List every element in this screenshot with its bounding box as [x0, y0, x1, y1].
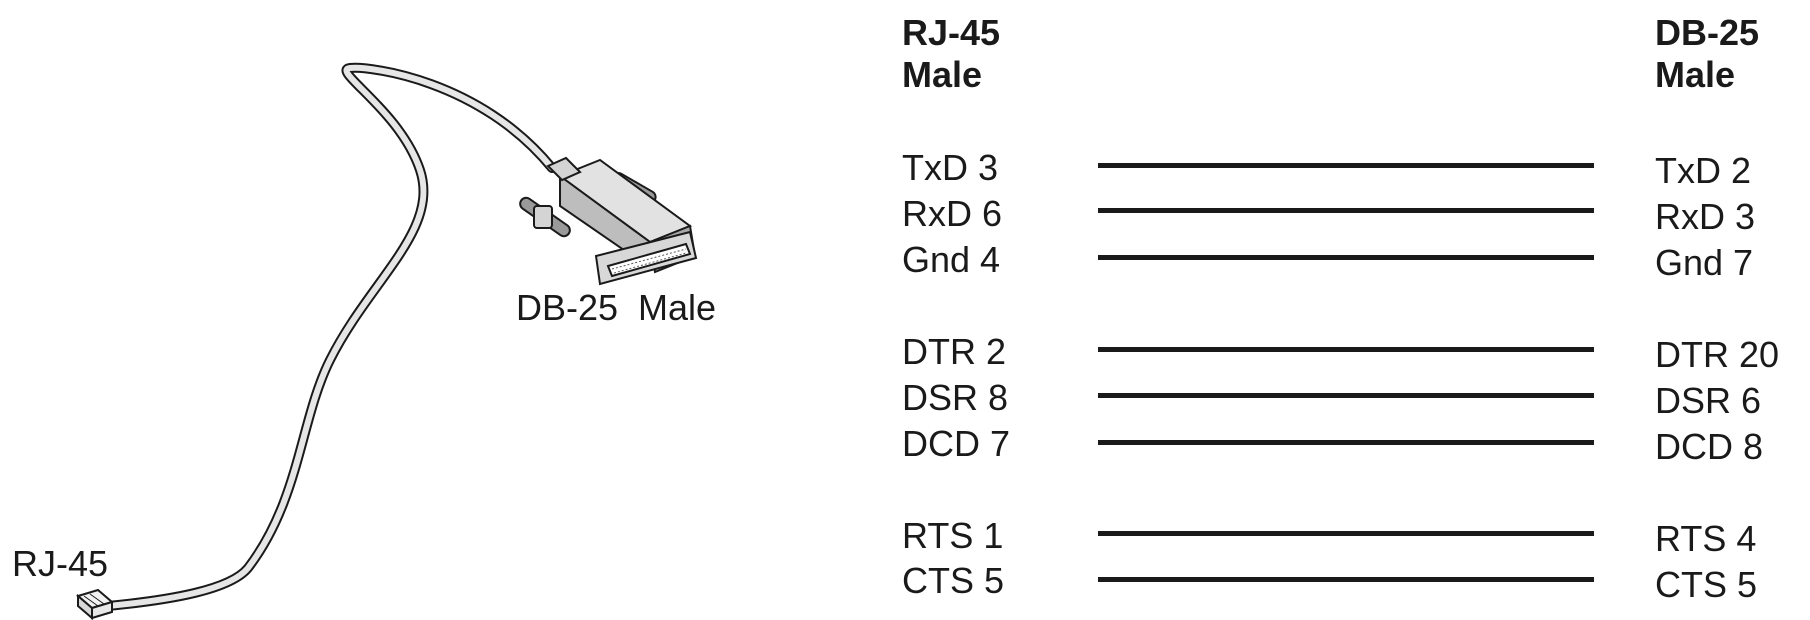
- left-pin-label: DTR 2: [902, 331, 1007, 372]
- rj45-plug: [75, 588, 115, 620]
- db25-left-screw: [519, 196, 571, 238]
- right-pin-label: DCD 8: [1655, 426, 1764, 467]
- left-pin-label: Gnd 4: [902, 239, 1001, 280]
- wire: [1098, 347, 1594, 352]
- right-pin-label: DTR 20: [1655, 334, 1780, 375]
- wire: [1098, 440, 1594, 445]
- right-pin-label: CTS 5: [1655, 564, 1758, 605]
- right-connector-header: DB-25 Male: [1655, 12, 1759, 96]
- right-pin-label: TxD 2: [1655, 150, 1752, 191]
- wire: [1098, 393, 1594, 398]
- right-pin-label: RTS 4: [1655, 518, 1757, 559]
- right-pin-label: Gnd 7: [1655, 242, 1754, 283]
- left-pin-label: RxD 6: [902, 193, 1003, 234]
- wire: [1098, 531, 1594, 536]
- rj45-label: RJ-45: [12, 543, 109, 584]
- db25-label: DB-25 Male: [516, 287, 717, 328]
- right-pin-label: DSR 6: [1655, 380, 1762, 421]
- left-header-line-2: Male: [902, 54, 983, 96]
- right-pin-label: RxD 3: [1655, 196, 1756, 237]
- left-header-line-1: RJ-45: [902, 12, 1001, 53]
- cable-illustration: [75, 62, 698, 620]
- left-connector-header: RJ-45 Male: [902, 12, 1000, 96]
- db25-connector: [519, 156, 698, 286]
- left-pin-label: CTS 5: [902, 560, 1005, 601]
- left-pin-label: DCD 7: [902, 423, 1011, 464]
- left-pin-label: TxD 3: [902, 147, 999, 188]
- wire: [1098, 163, 1594, 168]
- right-header-line-1: DB-25: [1655, 12, 1760, 53]
- wire: [1098, 208, 1594, 213]
- left-pin-label: DSR 8: [902, 377, 1009, 418]
- wire: [1098, 255, 1594, 260]
- right-header-line-2: Male: [1655, 54, 1736, 96]
- wire: [1098, 577, 1594, 582]
- left-pin-label: RTS 1: [902, 515, 1004, 556]
- cable: [103, 62, 557, 611]
